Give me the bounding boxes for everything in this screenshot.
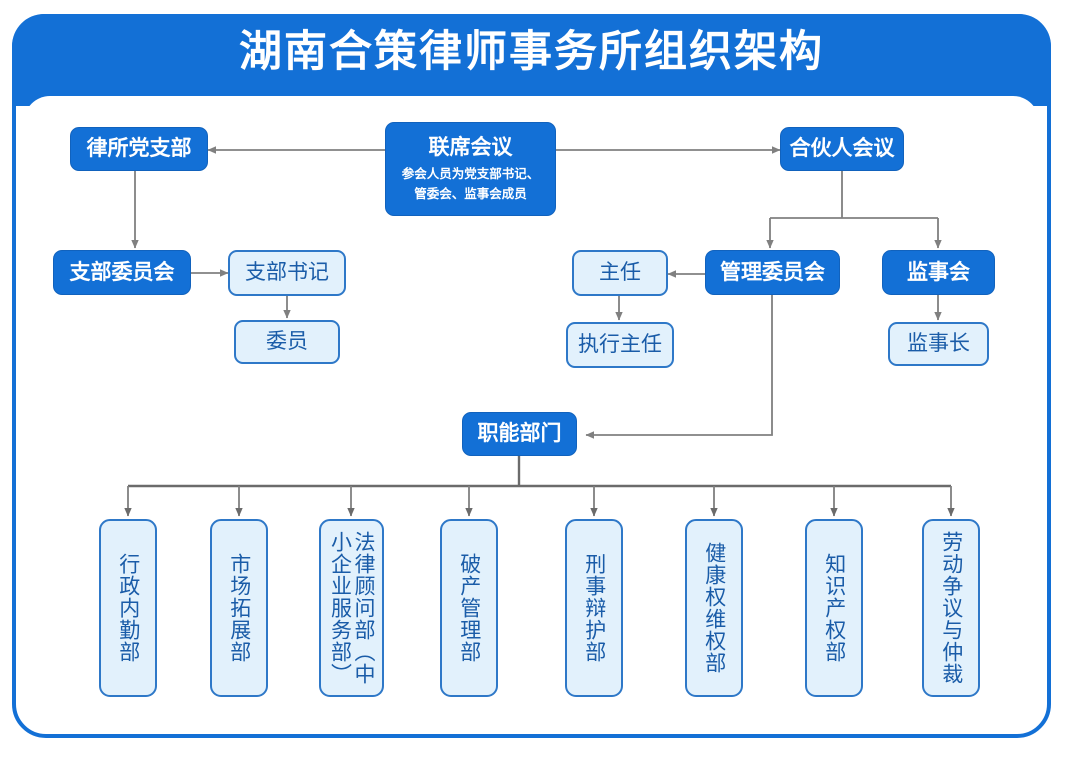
node-partner-meeting-label: 合伙人会议 <box>789 137 895 160</box>
node-branch-secretary[interactable]: 支部书记 <box>228 250 346 296</box>
node-party-branch[interactable]: 律所党支部 <box>70 127 208 171</box>
dept-box-3[interactable]: 破产管理部 <box>440 519 498 697</box>
node-party-branch-label: 律所党支部 <box>86 137 192 160</box>
dept-label-6: 知识产权部 <box>822 553 846 663</box>
dept-label-3: 破产管理部 <box>457 553 481 663</box>
node-committee-member-label: 委员 <box>266 330 308 353</box>
node-joint-meeting-label: 联席会议 <box>428 135 513 159</box>
node-functional-departments[interactable]: 职能部门 <box>462 412 577 456</box>
dept-box-2[interactable]: 法律顾问部（中小企业服务部） <box>319 519 384 697</box>
node-chief-supervisor[interactable]: 监事长 <box>888 322 989 366</box>
dept-label-2: 法律顾问部（中小企业服务部） <box>328 531 376 685</box>
dept-label-1: 市场拓展部 <box>227 553 251 663</box>
dept-box-6[interactable]: 知识产权部 <box>805 519 863 697</box>
dept-label-5: 健康权维权部 <box>702 542 726 674</box>
node-director[interactable]: 主任 <box>572 250 668 296</box>
dept-label-7: 劳动争议与仲裁 <box>939 531 963 685</box>
dept-box-0[interactable]: 行政内勤部 <box>99 519 157 697</box>
node-supervisory-board-label: 监事会 <box>907 260 970 284</box>
node-partner-meeting[interactable]: 合伙人会议 <box>780 127 904 171</box>
node-joint-meeting[interactable]: 联席会议 参会人员为党支部书记、 管委会、监事会成员 <box>385 122 556 216</box>
dept-box-7[interactable]: 劳动争议与仲裁 <box>922 519 980 697</box>
node-executive-director[interactable]: 执行主任 <box>566 322 674 368</box>
node-management-committee[interactable]: 管理委员会 <box>705 250 840 295</box>
header-band <box>12 14 1051 106</box>
node-supervisory-board[interactable]: 监事会 <box>882 250 995 295</box>
node-joint-meeting-subtitle-line1: 参会人员为党支部书记、 <box>401 166 540 181</box>
node-joint-meeting-subtitle-line2: 管委会、监事会成员 <box>414 186 527 201</box>
dept-label-0: 行政内勤部 <box>116 553 140 663</box>
node-branch-committee[interactable]: 支部委员会 <box>53 250 191 295</box>
node-committee-member[interactable]: 委员 <box>234 320 340 364</box>
node-management-committee-label: 管理委员会 <box>720 260 825 284</box>
node-chief-supervisor-label: 监事长 <box>907 332 970 355</box>
node-branch-committee-label: 支部委员会 <box>69 260 175 284</box>
node-executive-director-label: 执行主任 <box>578 333 662 356</box>
dept-box-1[interactable]: 市场拓展部 <box>210 519 268 697</box>
dept-label-4: 刑事辩护部 <box>582 553 606 663</box>
page-title: 湖南合策律师事务所组织架构 <box>239 28 824 76</box>
dept-box-5[interactable]: 健康权维权部 <box>685 519 743 697</box>
node-director-label: 主任 <box>599 261 641 284</box>
node-functional-departments-label: 职能部门 <box>477 422 562 445</box>
dept-box-4[interactable]: 刑事辩护部 <box>565 519 623 697</box>
node-branch-secretary-label: 支部书记 <box>245 261 329 284</box>
